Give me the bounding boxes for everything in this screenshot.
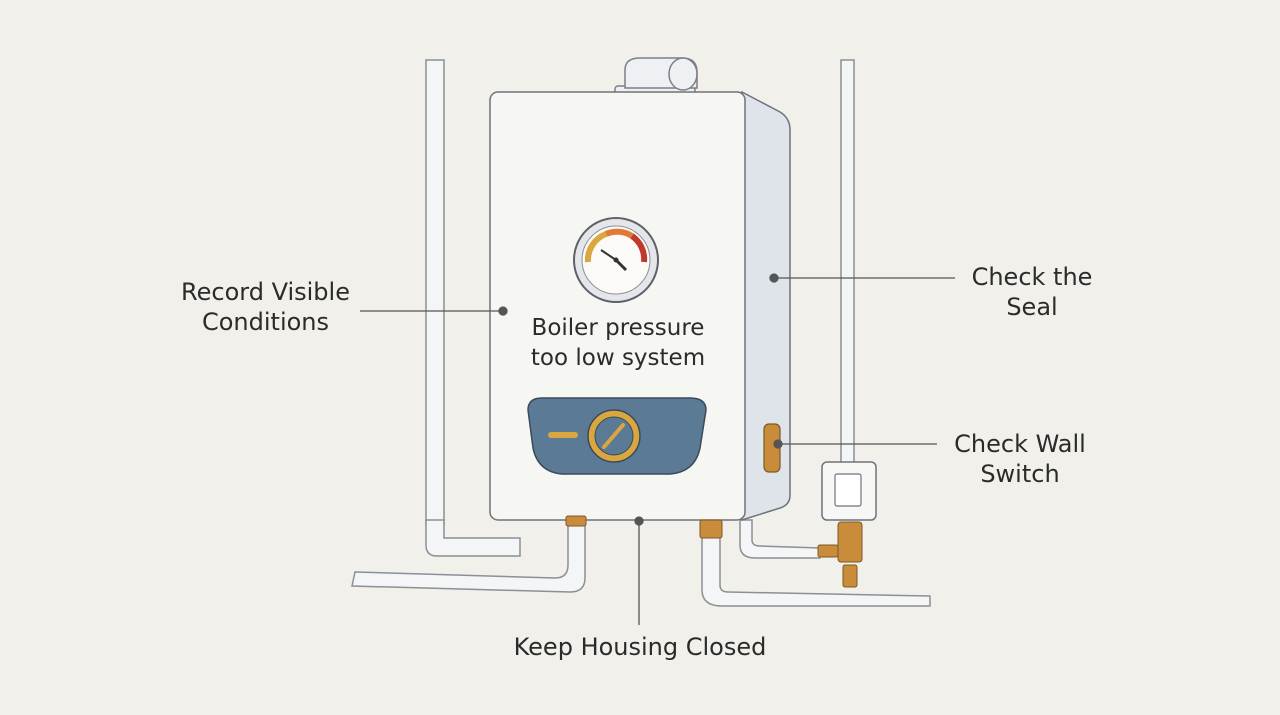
gauge-needle bbox=[600, 249, 617, 261]
callout-record-conditions: Record Visible Conditions bbox=[178, 277, 353, 337]
boiler-side bbox=[741, 90, 791, 522]
left-vertical-pipe bbox=[425, 59, 445, 526]
valve-side bbox=[817, 544, 839, 558]
callout-switch-line-1: Check Wall bbox=[954, 430, 1086, 458]
leader-lines bbox=[360, 273, 955, 625]
callout-switch-line-2: Switch bbox=[980, 460, 1060, 488]
callout-keep-housing-closed: Keep Housing Closed bbox=[513, 633, 767, 661]
leader-housing-dot bbox=[634, 516, 644, 526]
callout-record-line-1: Record Visible bbox=[181, 278, 350, 306]
callout-check-seal: Check the Seal bbox=[962, 262, 1102, 322]
boiler-warning-line-2: too low system bbox=[530, 345, 706, 371]
left-pipe-bend bbox=[425, 519, 521, 557]
leader-switch-dot bbox=[773, 439, 783, 449]
wall-switch-rocker bbox=[834, 473, 862, 507]
indicator-slot bbox=[548, 432, 578, 438]
bottom-right-pipe bbox=[701, 534, 931, 607]
fittings bbox=[565, 515, 723, 539]
callout-seal-line-1: Check the bbox=[971, 263, 1093, 291]
valve-body bbox=[837, 521, 863, 563]
control-knob-marker bbox=[602, 423, 625, 449]
boiler-warning-line-1: Boiler pressure bbox=[531, 315, 705, 341]
pressure-gauge bbox=[573, 217, 659, 303]
left-fitting bbox=[565, 515, 587, 527]
right-fitting bbox=[699, 519, 723, 539]
boiler-warning-text: Boiler pressure too low system bbox=[520, 313, 716, 373]
gauge-red-arc bbox=[630, 233, 648, 263]
callout-seal-line-2: Seal bbox=[1006, 293, 1058, 321]
callout-check-wall-switch: Check Wall Switch bbox=[945, 429, 1095, 489]
leader-seal-dot bbox=[769, 273, 779, 283]
leader-record-dot bbox=[498, 306, 508, 316]
flue-cap bbox=[668, 57, 698, 91]
callout-record-line-2: Conditions bbox=[201, 308, 330, 336]
gauge-orange-arc bbox=[604, 228, 634, 239]
pipes bbox=[351, 59, 931, 607]
control-panel bbox=[527, 397, 707, 475]
gauge-pivot bbox=[613, 257, 619, 263]
switch-pipe bbox=[739, 519, 821, 559]
right-vertical-pipe bbox=[840, 59, 855, 466]
gauge-yellow-arc bbox=[584, 231, 608, 263]
wall-switch-assembly bbox=[817, 461, 877, 588]
valve-bottom bbox=[842, 564, 858, 588]
